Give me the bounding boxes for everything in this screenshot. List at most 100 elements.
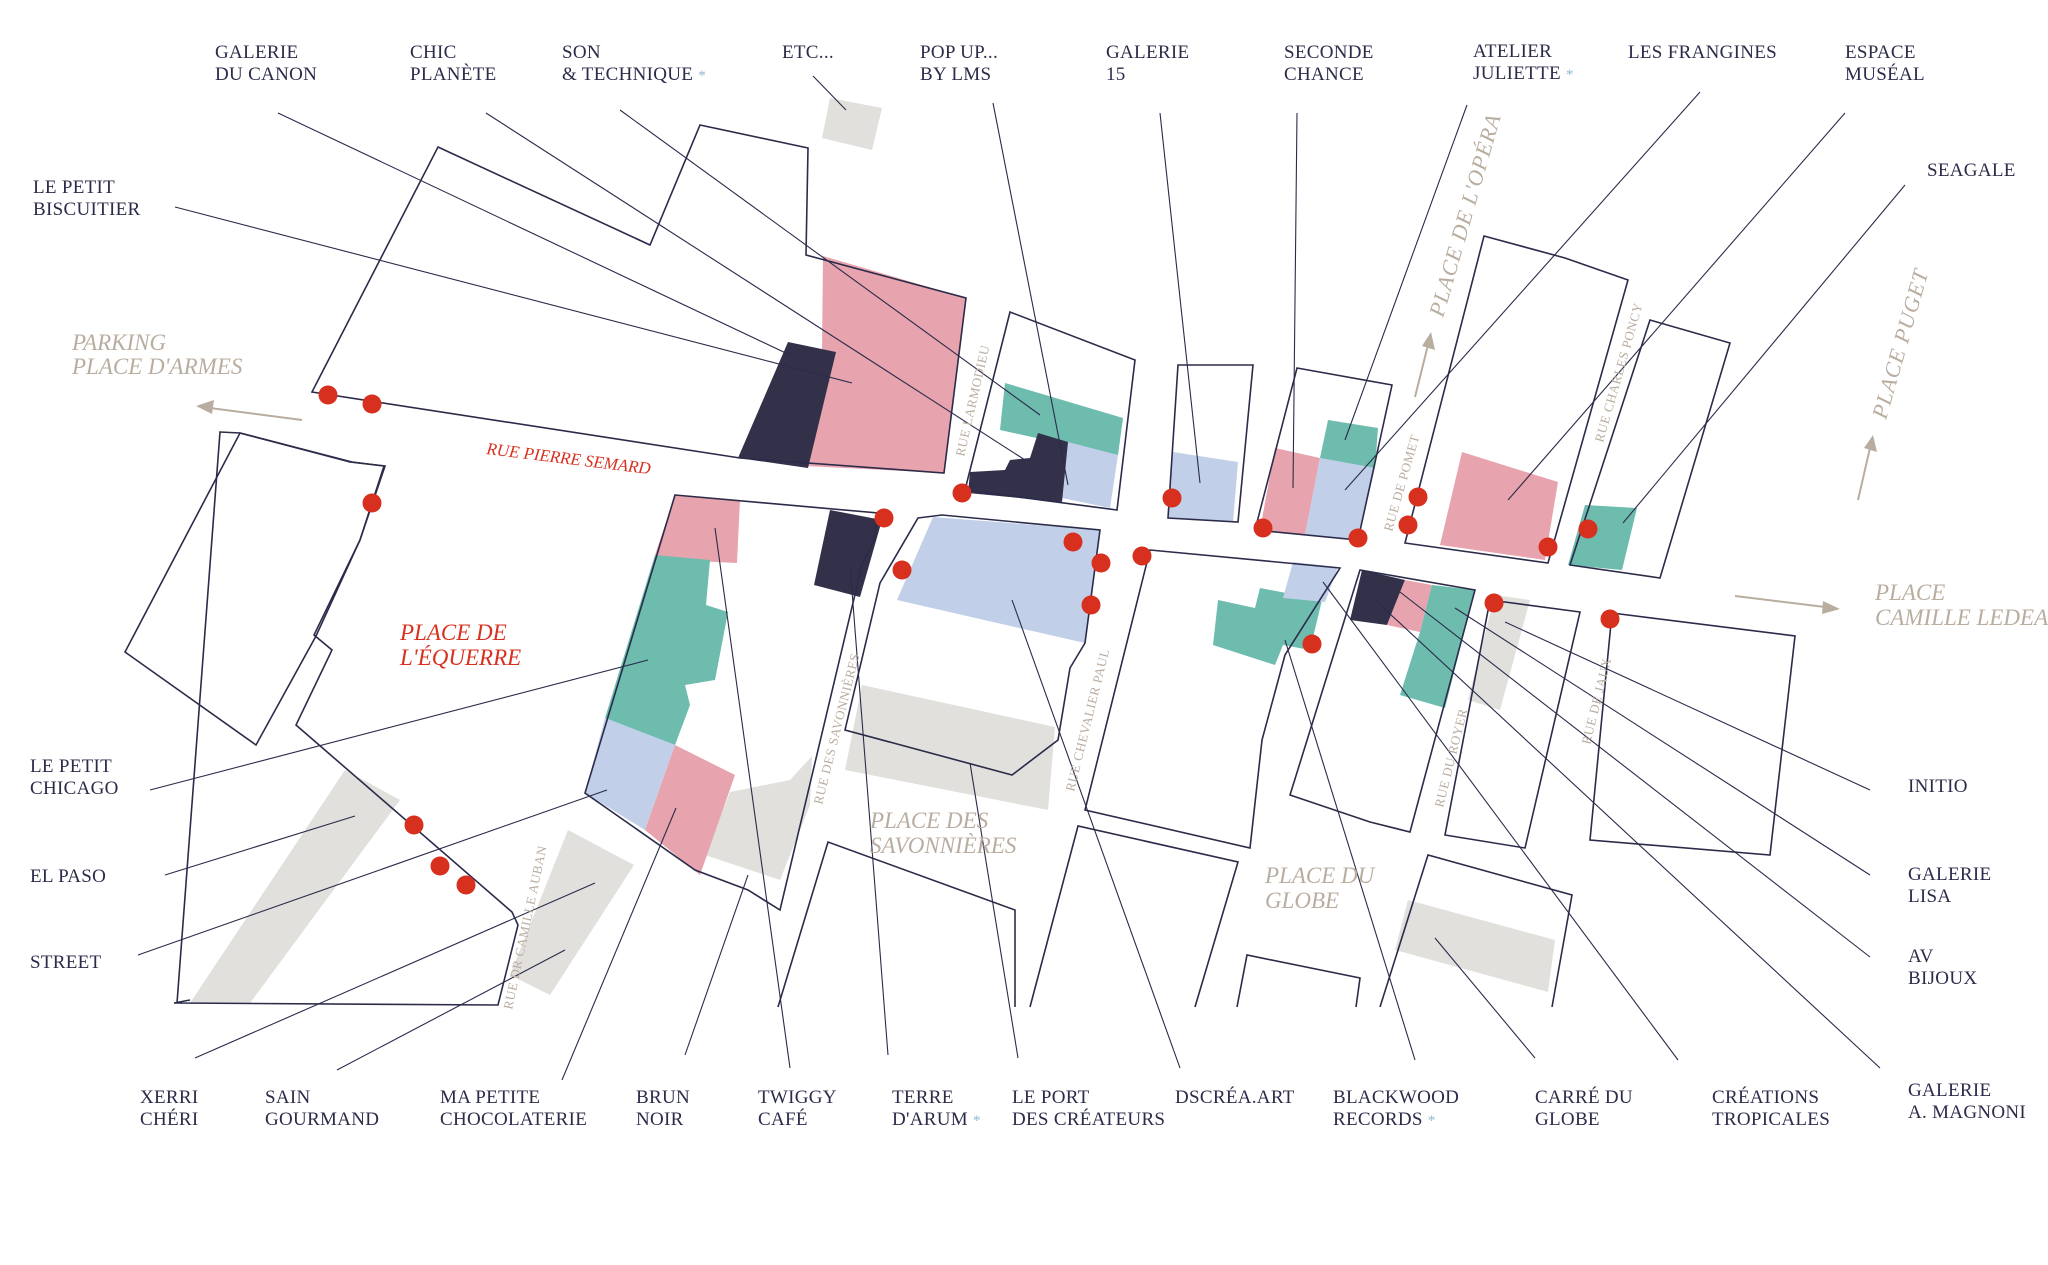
street-royer: RUE DU ROYER [1431,707,1470,809]
block-pink-galerie-lisa [1387,580,1432,632]
block-outline-south-carre [1379,854,1573,1008]
leader-galerie-lisa [1454,607,1871,876]
leader-initio [1504,621,1871,791]
entrance-dot [1132,546,1152,566]
leader-le-petit-chicago [149,659,649,791]
arrow-parking-head [196,400,214,414]
entrance-dot [1162,488,1182,508]
label-etc: ETC... [782,42,834,63]
entrance-dot [892,560,912,580]
place-equerre-line2: L'ÉQUERRE [399,645,521,670]
place-savonnieres-line2: SAVONNIÈRES [870,833,1017,858]
leader-pop-up [992,102,1069,486]
place-parking-line2: PLACE D'ARMES [71,354,243,379]
label-el-paso: EL PASO [30,866,106,887]
label-seagale: SEAGALE [1927,160,2016,181]
grey-zone-savonnieres-place [845,685,1055,810]
block-pink-seconde-chance [1260,448,1320,535]
block-navy-chic-planete [968,433,1068,502]
block-blue-dscrea [897,517,1100,643]
block-outline-savonnieres [844,514,1101,776]
label-les-frangines: LES FRANGINES [1628,42,1777,63]
block-teal-le-petit-chicago [605,555,728,745]
block-navy-av-bijoux [1350,570,1405,625]
street-pierre-semard: RUE PIERRE SEMARD [485,439,653,478]
block-outline-charles-poncy [1568,319,1731,579]
leader-twiggy-cafe [714,527,791,1069]
block-outline-jaux [1444,599,1581,849]
grey-zone-carre-du-globe [1395,900,1555,992]
block-pink-les-frangines [1440,452,1558,560]
leader-ma-petite-chocolaterie [561,807,677,1081]
entrance-dots [318,385,1620,895]
leader-brun-noir [684,874,749,1056]
leader-atelier-juliette [1344,104,1468,441]
block-teal-atelier-juliette [1320,420,1378,468]
entrance-dot [1484,593,1504,613]
block-navy-terre-darum [814,510,882,597]
block-outline-galerie-15 [1167,364,1254,523]
block-teal-blackwood [1213,588,1322,665]
block-blue-pop-up [1062,442,1118,508]
arrow-parking [209,407,303,421]
grey-zone-el-paso [190,770,400,1003]
block-outline-west [173,431,519,1006]
leader-street [137,789,608,956]
leader-chic-planete [485,112,1026,461]
entrance-dot [1408,487,1428,507]
label-dscrea-art: DSCRÉA.ART [1175,1086,1295,1108]
place-equerre-line1: PLACE DE [399,620,507,645]
block-teal-pop-up [1000,383,1123,455]
grey-zone-savonnieres-south [705,756,812,880]
entrance-dot [362,493,382,513]
grey-zone-auban [510,830,634,995]
entrance-dot [1063,532,1083,552]
leader-creations-tropicales [1322,581,1679,1061]
entrance-dot [952,483,972,503]
street-pomet: RUE DE POMET [1380,433,1422,533]
leader-sain-gourmand [336,949,566,1071]
arrow-opera [1414,344,1429,398]
block-teal-creations-tropicales [1400,585,1475,708]
label-pop-up-by-lms: POP UP...BY LMS [920,42,998,85]
leader-xerri-cheri [194,882,596,1059]
block-outline-south-savonnieres [777,840,1016,1008]
leader-le-petit-biscuitier [174,206,853,384]
block-outline-north-west [310,124,967,474]
place-opera: PLACE DE L'OPÉRA [1423,110,1505,320]
leader-espace-museal [1507,112,1846,501]
grey-zone-etc [822,98,882,150]
arrow-camille [1734,595,1826,608]
entrance-dot [1081,595,1101,615]
block-outline-south-port [1029,825,1240,1008]
leader-el-paso [164,815,356,876]
block-pink-brun-noir [645,745,735,875]
block-pink-twiggy [655,495,740,563]
leader-blackwood-records [1284,639,1416,1061]
leader-galerie-a-magnoni [1374,599,1881,1069]
block-navy-galerie-du-canon [738,342,836,468]
arrow-camille-head [1822,601,1840,614]
leader-seagale [1622,184,1906,524]
place-parking-line1: PARKING [71,330,167,355]
place-savonnieres-line1: PLACE DES [869,808,989,833]
block-outline-initio [1589,612,1796,856]
